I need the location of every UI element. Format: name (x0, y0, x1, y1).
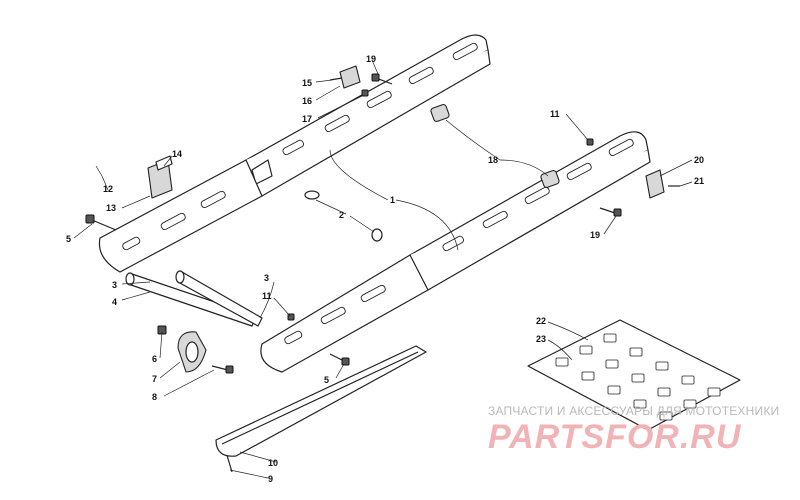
callout-19-upper: 19 (366, 54, 376, 64)
callout-13: 13 (106, 203, 116, 213)
callout-1: 1 (390, 195, 395, 205)
callout-11-lower: 11 (262, 291, 272, 301)
watermark-tagline: ЗАПЧАСТИ И АКСЕССУАРЫ ДЛЯ МОТОТЕХНИКИ (488, 404, 780, 418)
slide-rail-rear (239, 34, 491, 197)
track-section (527, 319, 741, 431)
callout-12: 12 (103, 184, 113, 194)
bushings (430, 103, 560, 189)
bolts (85, 73, 680, 473)
callout-2: 2 (339, 210, 344, 220)
callout-15: 15 (302, 78, 312, 88)
callout-3-left: 3 (112, 280, 117, 290)
callout-6: 6 (152, 354, 157, 364)
slide-rail-right (260, 131, 651, 373)
washer-upper (304, 190, 320, 200)
bracket-front (147, 155, 173, 199)
callout-10: 10 (268, 458, 278, 468)
callout-11-upper: 11 (550, 109, 560, 119)
bracket-right (645, 169, 665, 199)
callout-5-right: 5 (324, 375, 329, 385)
bracket-top (339, 65, 361, 89)
callout-21: 21 (694, 176, 704, 186)
wear-strip (215, 345, 427, 457)
leader-lines (73, 59, 693, 479)
callout-labels: 1 2 3 3 4 5 5 6 7 8 9 10 11 11 12 13 14 … (66, 54, 704, 484)
callout-17: 17 (302, 114, 312, 124)
watermark-logo: PARTSFOR.RU (488, 418, 742, 456)
callout-8: 8 (152, 392, 157, 402)
callout-18: 18 (488, 155, 498, 165)
callout-16: 16 (302, 96, 312, 106)
slide-rail-front (98, 159, 263, 273)
callout-9: 9 (268, 474, 273, 484)
callout-23: 23 (536, 334, 546, 344)
callout-14: 14 (172, 149, 182, 159)
callout-22: 22 (536, 316, 546, 326)
rear-damper (177, 331, 207, 373)
callout-5-left: 5 (66, 234, 71, 244)
callout-4: 4 (112, 297, 117, 307)
callout-19-lower: 19 (590, 230, 600, 240)
callout-7: 7 (152, 374, 157, 384)
callout-3-right: 3 (264, 273, 269, 283)
washer-lower (371, 228, 383, 242)
callout-20: 20 (694, 155, 704, 165)
cross-shafts (125, 270, 263, 327)
